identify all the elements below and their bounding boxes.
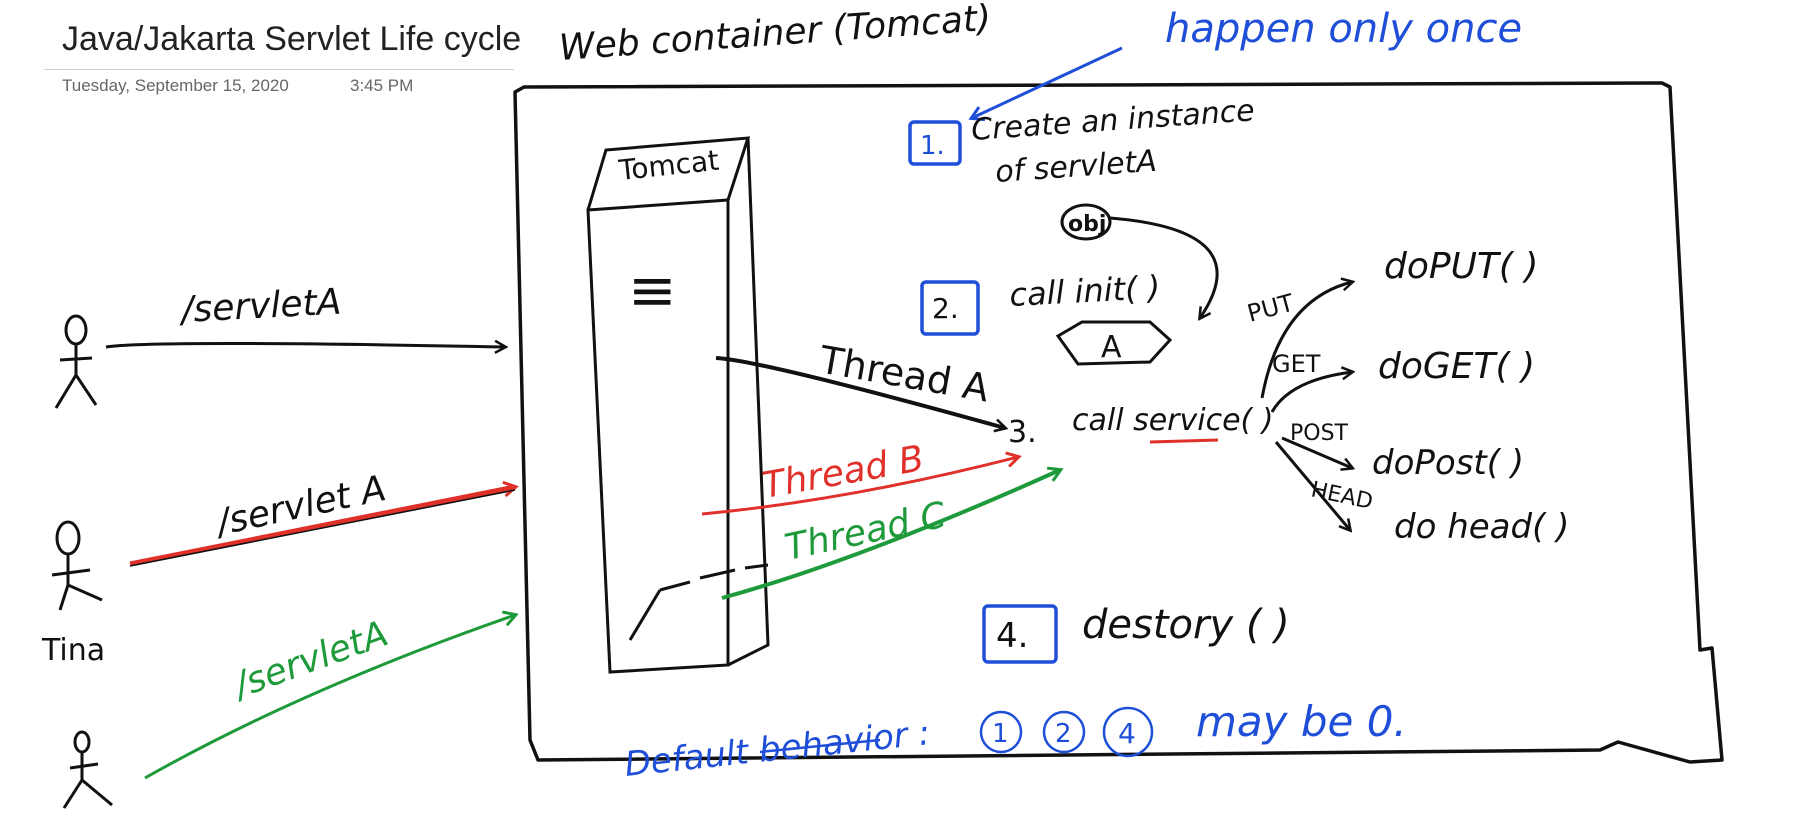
server-label: Tomcat <box>616 144 720 187</box>
circled-2-label: 2 <box>1055 719 1072 749</box>
obj-circle <box>1060 203 1112 241</box>
thread-arrow-b <box>701 457 1018 516</box>
method-arrow-head <box>1274 441 1350 530</box>
request-arrow-2 <box>129 487 515 567</box>
once-note: happen only once <box>1165 6 1522 52</box>
step-2-text: call init( ) <box>1008 268 1161 314</box>
instance-hexagon <box>1055 320 1173 366</box>
user-tina-label: Tina <box>41 633 105 668</box>
verb-head: HEAD <box>1309 477 1375 514</box>
circled-2 <box>1042 710 1086 754</box>
step-4-badge <box>982 604 1058 664</box>
method-arrow-get <box>1270 372 1352 413</box>
step-2-badge <box>920 280 980 336</box>
step-3-text: call service( ) <box>1072 403 1274 438</box>
verb-post: POST <box>1290 421 1349 446</box>
container-label: Web container (Tomcat) <box>558 0 993 69</box>
once-arrow <box>972 46 1123 118</box>
page-date: Tuesday, September 15, 2020 <box>62 76 289 95</box>
method-doget: doGET( ) <box>1378 346 1535 387</box>
step-2-number: 2. <box>932 292 959 325</box>
circled-4 <box>1102 706 1154 758</box>
method-dopost: doPost( ) <box>1372 443 1524 483</box>
obj-label: obj <box>1068 212 1106 237</box>
tomcat-server <box>586 136 770 674</box>
circled-1 <box>979 710 1023 754</box>
server-menu-icon: ≡ <box>628 256 677 324</box>
method-arrow-put <box>1260 282 1352 399</box>
default-behavior-strike <box>759 738 881 754</box>
request-arrow-2-underline <box>129 489 516 567</box>
thread-arrow-a <box>715 356 1005 428</box>
step-4-text: destory ( ) <box>1082 602 1290 648</box>
step-1-badge <box>908 120 962 166</box>
request-label-3: /servletA <box>226 613 393 707</box>
step-1-line2: of servletA <box>994 144 1158 190</box>
request-label-1: /servletA <box>177 282 342 331</box>
verb-put: PUT <box>1244 289 1297 328</box>
obj-to-init-arrow <box>1109 216 1219 318</box>
page-time: 3:45 PM <box>350 76 414 95</box>
thread-label-c: Thread C <box>781 495 950 569</box>
step-3-number: 3. <box>1008 415 1037 450</box>
method-doput: doPUT( ) <box>1384 246 1538 287</box>
web-container-box <box>513 81 1724 764</box>
user-tina <box>51 520 103 611</box>
thread-label-b: Thread B <box>759 438 926 507</box>
circled-1-label: 1 <box>992 719 1009 749</box>
thread-arrow-c <box>721 470 1060 600</box>
service-underline <box>1149 438 1219 444</box>
user-1 <box>54 314 98 409</box>
method-dohead: do head( ) <box>1394 507 1569 547</box>
may-be-zero: may be 0. <box>1196 697 1407 746</box>
circled-4-label: 4 <box>1118 717 1136 750</box>
title-divider <box>44 69 514 70</box>
step-1-number: 1. <box>920 131 945 161</box>
step-4-number: 4. <box>996 616 1028 656</box>
request-arrow-1 <box>105 344 505 348</box>
user-3 <box>62 730 113 809</box>
instance-label: A <box>1101 330 1122 365</box>
verb-get: GET <box>1272 350 1321 378</box>
page-title: Java/Jakarta Servlet Life cycle <box>62 20 522 58</box>
request-arrow-3 <box>144 615 515 780</box>
step-1-line1: Create an instance <box>970 93 1256 148</box>
method-arrow-post <box>1281 436 1352 468</box>
